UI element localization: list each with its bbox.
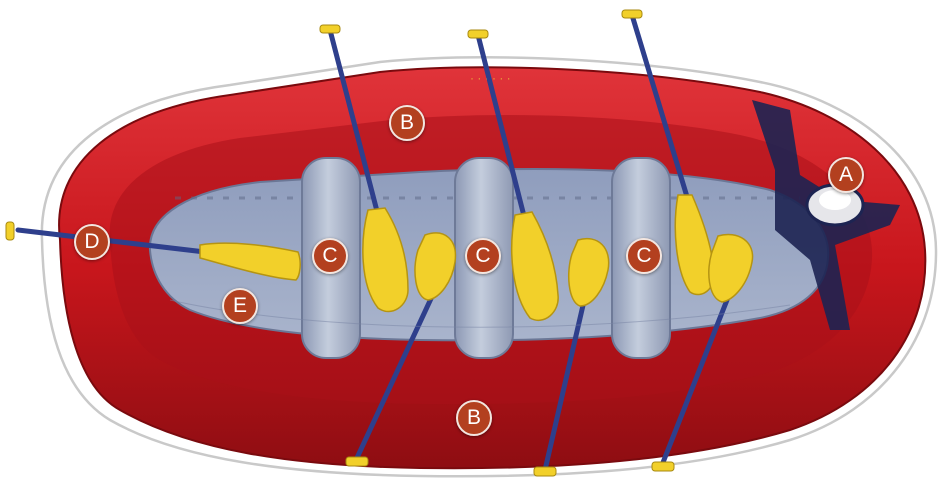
marker-c-middle: C <box>465 238 501 274</box>
marker-b-top: B <box>389 105 425 141</box>
marker-c-right: C <box>626 238 662 274</box>
marker-c-left: C <box>312 238 348 274</box>
marker-a: A <box>828 157 864 193</box>
marker-b-bottom: B <box>456 400 492 436</box>
marker-d: D <box>74 224 110 260</box>
marker-e: E <box>222 288 258 324</box>
